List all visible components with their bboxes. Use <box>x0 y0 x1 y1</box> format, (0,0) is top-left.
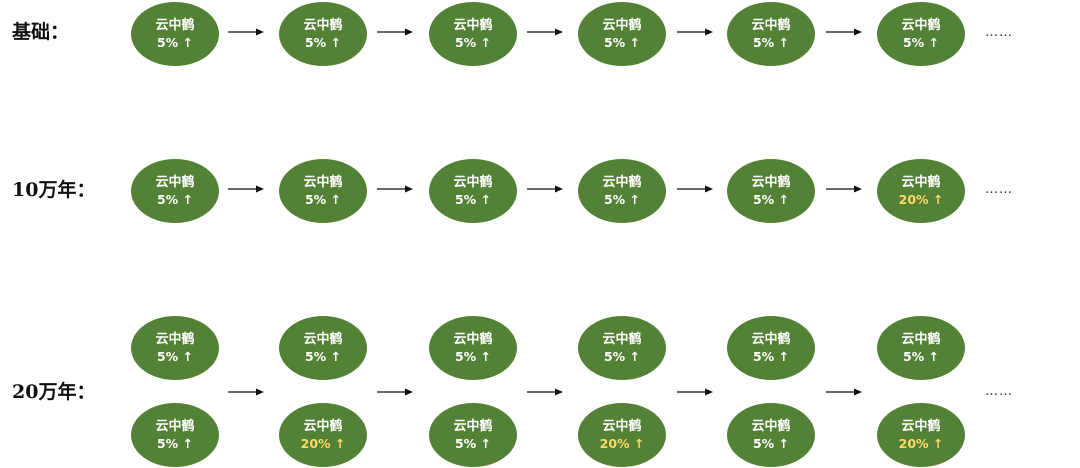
node-bonus: 5% ↑ <box>454 349 492 364</box>
chain-node: 云中鹤 5% ↑ <box>131 316 219 380</box>
node-bonus: 20% ↑ <box>300 436 346 451</box>
chain-node: 云中鹤 5% ↑ <box>877 316 965 380</box>
chain-node: 云中鹤 20% ↑ <box>578 403 666 467</box>
arrow-right-icon <box>677 185 713 193</box>
node-bonus: 5% ↑ <box>752 349 790 364</box>
node-name: 云中鹤 <box>602 419 642 434</box>
node-bonus: 5% ↑ <box>156 436 194 451</box>
node-bonus: 5% ↑ <box>156 349 194 364</box>
node-name: 云中鹤 <box>751 18 791 33</box>
node-name: 云中鹤 <box>602 332 642 347</box>
chain-node: 云中鹤 20% ↑ <box>279 403 367 467</box>
arrow-right-icon <box>377 185 413 193</box>
node-bonus: 5% ↑ <box>902 35 940 50</box>
node-name: 云中鹤 <box>751 332 791 347</box>
continuation-ellipsis: …… <box>985 384 1013 399</box>
arrow-right-icon <box>228 185 264 193</box>
node-bonus: 5% ↑ <box>454 35 492 50</box>
arrow-right-icon <box>826 185 862 193</box>
node-bonus: 20% ↑ <box>599 436 645 451</box>
node-bonus: 5% ↑ <box>304 349 342 364</box>
node-name: 云中鹤 <box>901 175 941 190</box>
node-bonus: 5% ↑ <box>304 35 342 50</box>
arrow-right-icon <box>826 28 862 36</box>
node-bonus: 5% ↑ <box>752 35 790 50</box>
chain-node: 云中鹤 5% ↑ <box>429 403 517 467</box>
node-name: 云中鹤 <box>751 419 791 434</box>
chain-node: 云中鹤 20% ↑ <box>877 403 965 467</box>
chain-node: 云中鹤 5% ↑ <box>279 316 367 380</box>
node-bonus: 5% ↑ <box>752 436 790 451</box>
chain-node: 云中鹤 5% ↑ <box>727 316 815 380</box>
chain-node: 云中鹤 5% ↑ <box>727 403 815 467</box>
node-name: 云中鹤 <box>453 419 493 434</box>
arrow-right-icon <box>377 28 413 36</box>
chain-node: 云中鹤 5% ↑ <box>131 159 219 223</box>
chain-node: 云中鹤 5% ↑ <box>429 2 517 66</box>
node-bonus: 5% ↑ <box>902 349 940 364</box>
node-name: 云中鹤 <box>303 419 343 434</box>
node-name: 云中鹤 <box>303 175 343 190</box>
chain-node: 云中鹤 5% ↑ <box>131 403 219 467</box>
node-name: 云中鹤 <box>751 175 791 190</box>
chain-node: 云中鹤 5% ↑ <box>877 2 965 66</box>
chain-node: 云中鹤 5% ↑ <box>279 159 367 223</box>
node-bonus: 5% ↑ <box>454 192 492 207</box>
node-name: 云中鹤 <box>901 18 941 33</box>
node-name: 云中鹤 <box>901 332 941 347</box>
node-name: 云中鹤 <box>901 419 941 434</box>
node-bonus: 5% ↑ <box>603 35 641 50</box>
arrow-right-icon <box>826 388 862 396</box>
node-bonus: 20% ↑ <box>898 436 944 451</box>
node-name: 云中鹤 <box>453 18 493 33</box>
arrow-right-icon <box>527 388 563 396</box>
node-bonus: 5% ↑ <box>156 35 194 50</box>
chain-node: 云中鹤 5% ↑ <box>429 159 517 223</box>
chain-node: 云中鹤 5% ↑ <box>429 316 517 380</box>
node-name: 云中鹤 <box>602 18 642 33</box>
chain-node: 云中鹤 5% ↑ <box>727 2 815 66</box>
node-bonus: 5% ↑ <box>752 192 790 207</box>
node-name: 云中鹤 <box>155 332 195 347</box>
node-bonus: 5% ↑ <box>603 349 641 364</box>
chain-node: 云中鹤 5% ↑ <box>279 2 367 66</box>
node-name: 云中鹤 <box>303 18 343 33</box>
node-name: 云中鹤 <box>453 332 493 347</box>
node-bonus: 5% ↑ <box>454 436 492 451</box>
arrow-right-icon <box>377 388 413 396</box>
node-name: 云中鹤 <box>602 175 642 190</box>
node-name: 云中鹤 <box>453 175 493 190</box>
continuation-ellipsis: …… <box>985 182 1013 197</box>
row-label: 基础： <box>12 21 70 43</box>
row-label: 20万年： <box>12 381 96 403</box>
arrow-right-icon <box>677 28 713 36</box>
chain-node: 云中鹤 5% ↑ <box>578 159 666 223</box>
node-bonus: 5% ↑ <box>603 192 641 207</box>
node-name: 云中鹤 <box>155 18 195 33</box>
row-label: 10万年： <box>12 179 96 201</box>
node-name: 云中鹤 <box>155 175 195 190</box>
chain-node: 云中鹤 5% ↑ <box>578 2 666 66</box>
arrow-right-icon <box>527 185 563 193</box>
arrow-right-icon <box>527 28 563 36</box>
node-bonus: 5% ↑ <box>156 192 194 207</box>
chain-node: 云中鹤 5% ↑ <box>131 2 219 66</box>
node-bonus: 20% ↑ <box>898 192 944 207</box>
node-bonus: 5% ↑ <box>304 192 342 207</box>
arrow-right-icon <box>228 28 264 36</box>
continuation-ellipsis: …… <box>985 25 1013 40</box>
node-name: 云中鹤 <box>303 332 343 347</box>
arrow-right-icon <box>677 388 713 396</box>
node-name: 云中鹤 <box>155 419 195 434</box>
chain-node: 云中鹤 20% ↑ <box>877 159 965 223</box>
arrow-right-icon <box>228 388 264 396</box>
chain-node: 云中鹤 5% ↑ <box>578 316 666 380</box>
chain-node: 云中鹤 5% ↑ <box>727 159 815 223</box>
